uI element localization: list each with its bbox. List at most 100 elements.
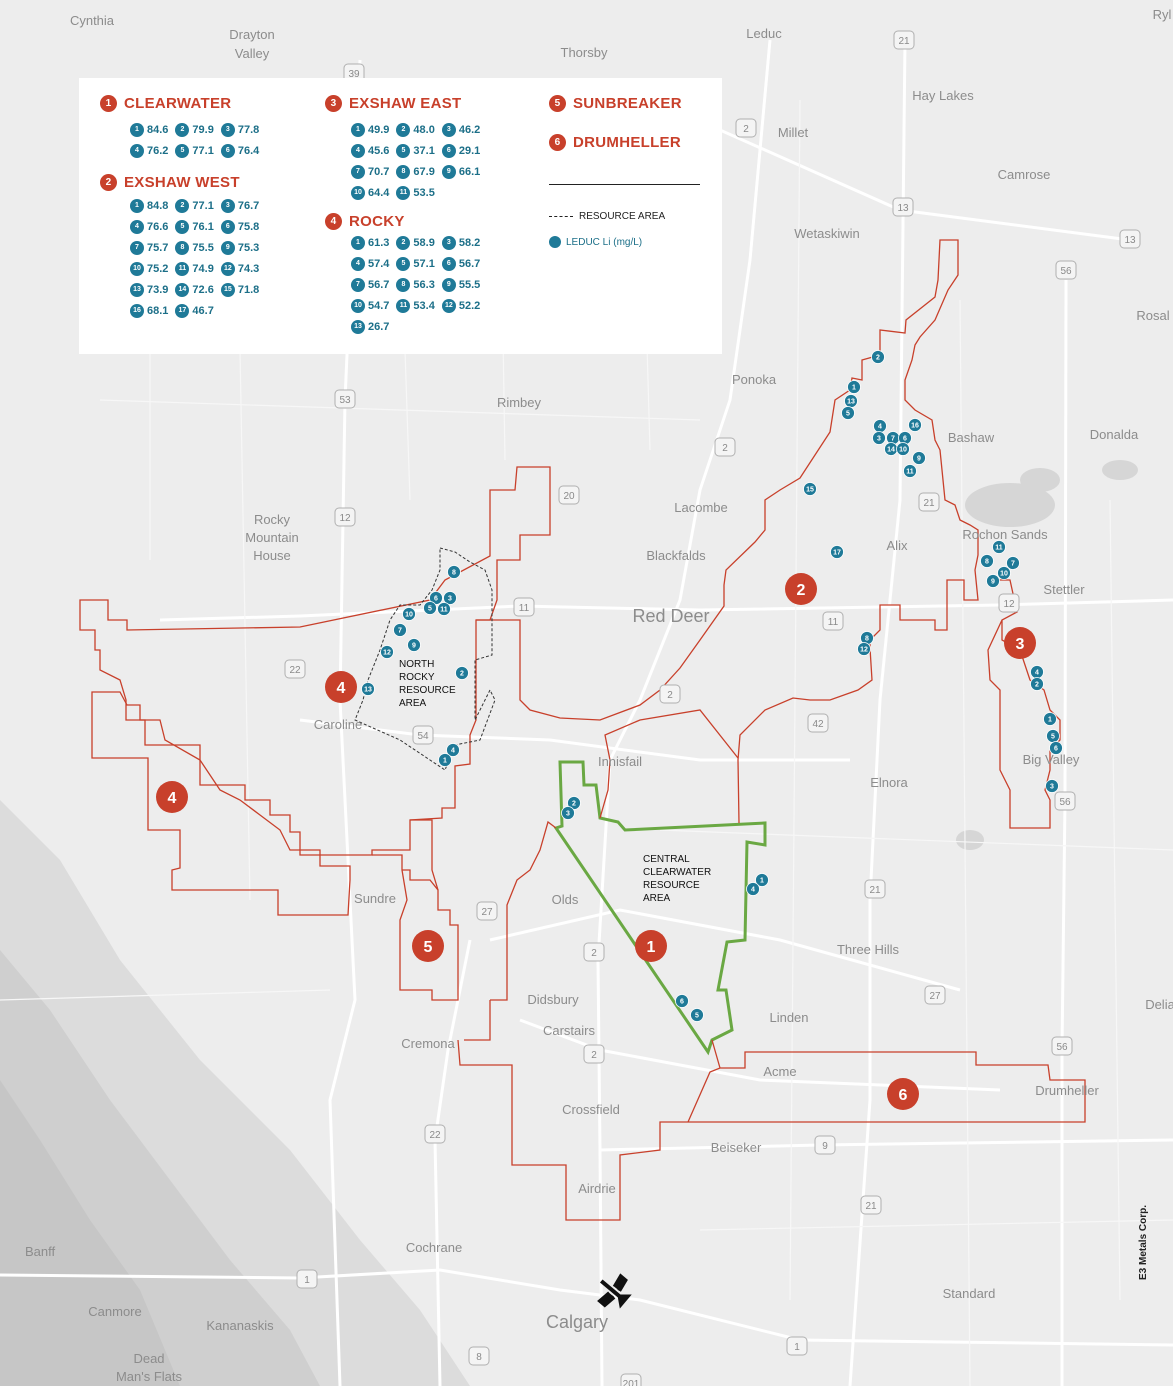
place-label: House xyxy=(253,548,291,563)
permit-circle-icon xyxy=(412,930,444,962)
well-dot-icon xyxy=(986,574,1000,588)
lakes xyxy=(956,460,1138,850)
well-marker-number: 5 xyxy=(846,411,850,418)
well-number-badge: 2 xyxy=(175,122,190,137)
well-li-value: 29.1 xyxy=(458,144,481,157)
well-dot-icon xyxy=(429,591,443,605)
highway-number: 8 xyxy=(476,1352,482,1363)
shield-icon xyxy=(860,1195,882,1215)
resource-area-label: ROCKY xyxy=(399,672,435,683)
place-label: Calgary xyxy=(546,1312,608,1332)
shield-icon xyxy=(918,492,940,512)
shield-icon xyxy=(807,713,829,733)
legend-area-exshaw-east: 3 EXSHAW EAST xyxy=(325,95,461,112)
highway-shield: 56 xyxy=(1051,1036,1073,1056)
well-dot-icon xyxy=(841,406,855,420)
well-li-value: 75.2 xyxy=(147,262,169,275)
well-dot-icon xyxy=(871,350,885,364)
highway-number: 53 xyxy=(339,395,351,406)
well-number-badge: 16 xyxy=(130,303,144,318)
highway-shield: 2 xyxy=(659,684,681,704)
legend-area-name: SUNBREAKER xyxy=(573,95,682,112)
well-marker-number: 2 xyxy=(460,671,464,678)
highway-shield: 21 xyxy=(860,1195,882,1215)
highway-shields: 3921213135653220211211111222242545621272… xyxy=(284,30,1141,1386)
shield-icon xyxy=(893,30,915,50)
highway-number: 2 xyxy=(591,948,597,959)
permit-area-marker: 1 xyxy=(635,930,667,962)
well-li-value: 71.8 xyxy=(237,283,260,296)
resource-area-label: RESOURCE xyxy=(399,685,456,696)
well-marker: 11 xyxy=(903,464,917,478)
highway-shield: 1 xyxy=(296,1269,318,1289)
highway-number: 22 xyxy=(289,665,301,676)
well-li-value: 73.9 xyxy=(147,283,169,296)
shield-icon xyxy=(814,1135,836,1155)
well-li-value: 61.3 xyxy=(368,236,390,249)
shield-icon xyxy=(924,985,946,1005)
well-marker: 5 xyxy=(423,601,437,615)
well-dot-icon xyxy=(1045,779,1059,793)
well-marker: 6 xyxy=(429,591,443,605)
well-dot-icon xyxy=(857,642,871,656)
well-li-value: 56.3 xyxy=(413,278,435,291)
well-number-badge: 9 xyxy=(441,277,456,292)
place-label: Cremona xyxy=(401,1036,455,1051)
shield-icon xyxy=(822,611,844,631)
well-li-value: 58.2 xyxy=(458,236,481,249)
highway-number: 11 xyxy=(828,617,839,628)
place-label: Rosal xyxy=(1136,308,1169,323)
highway-shield: 27 xyxy=(476,901,498,921)
well-marker: 14 xyxy=(884,442,898,456)
well-marker: 4 xyxy=(1030,665,1044,679)
well-marker-number: 3 xyxy=(566,811,570,818)
well-marker-number: 3 xyxy=(448,596,452,603)
legend-area-drumheller: 6 DRUMHELLER xyxy=(549,134,681,151)
permit-boundaries xyxy=(79,239,1086,1221)
well-marker-number: 9 xyxy=(412,643,416,650)
well-number-badge: 6 xyxy=(441,143,456,158)
well-number-badge: 17 xyxy=(175,303,190,318)
well-li-value: 74.3 xyxy=(237,262,260,275)
well-number-badge: 12 xyxy=(220,261,235,276)
well-li-value: 37.1 xyxy=(413,144,435,157)
well-number-badge: 5 xyxy=(175,219,190,234)
well-marker: 1 xyxy=(847,380,861,394)
well-marker: 13 xyxy=(361,682,375,696)
well-li-value: 67.9 xyxy=(413,165,435,178)
highway-shield: 12 xyxy=(334,507,356,527)
well-number-badge: 5 xyxy=(175,143,190,158)
well-marker: 1 xyxy=(755,873,769,887)
well-dot-icon xyxy=(443,591,457,605)
well-marker: 12 xyxy=(857,642,871,656)
highway-number: 1 xyxy=(794,1342,800,1353)
well-marker: 10 xyxy=(997,566,1011,580)
legend-area-number: 2 xyxy=(100,174,117,191)
well-number-badge: 2 xyxy=(396,122,411,137)
well-li-value: 58.9 xyxy=(413,236,435,249)
legend-divider xyxy=(549,184,700,185)
place-label: Rimbey xyxy=(497,395,542,410)
legend-area-number: 3 xyxy=(325,95,342,112)
well-marker: 5 xyxy=(1046,729,1060,743)
well-number-badge: 4 xyxy=(130,143,144,158)
highway-shield: 9 xyxy=(814,1135,836,1155)
well-dot-icon xyxy=(1043,712,1057,726)
